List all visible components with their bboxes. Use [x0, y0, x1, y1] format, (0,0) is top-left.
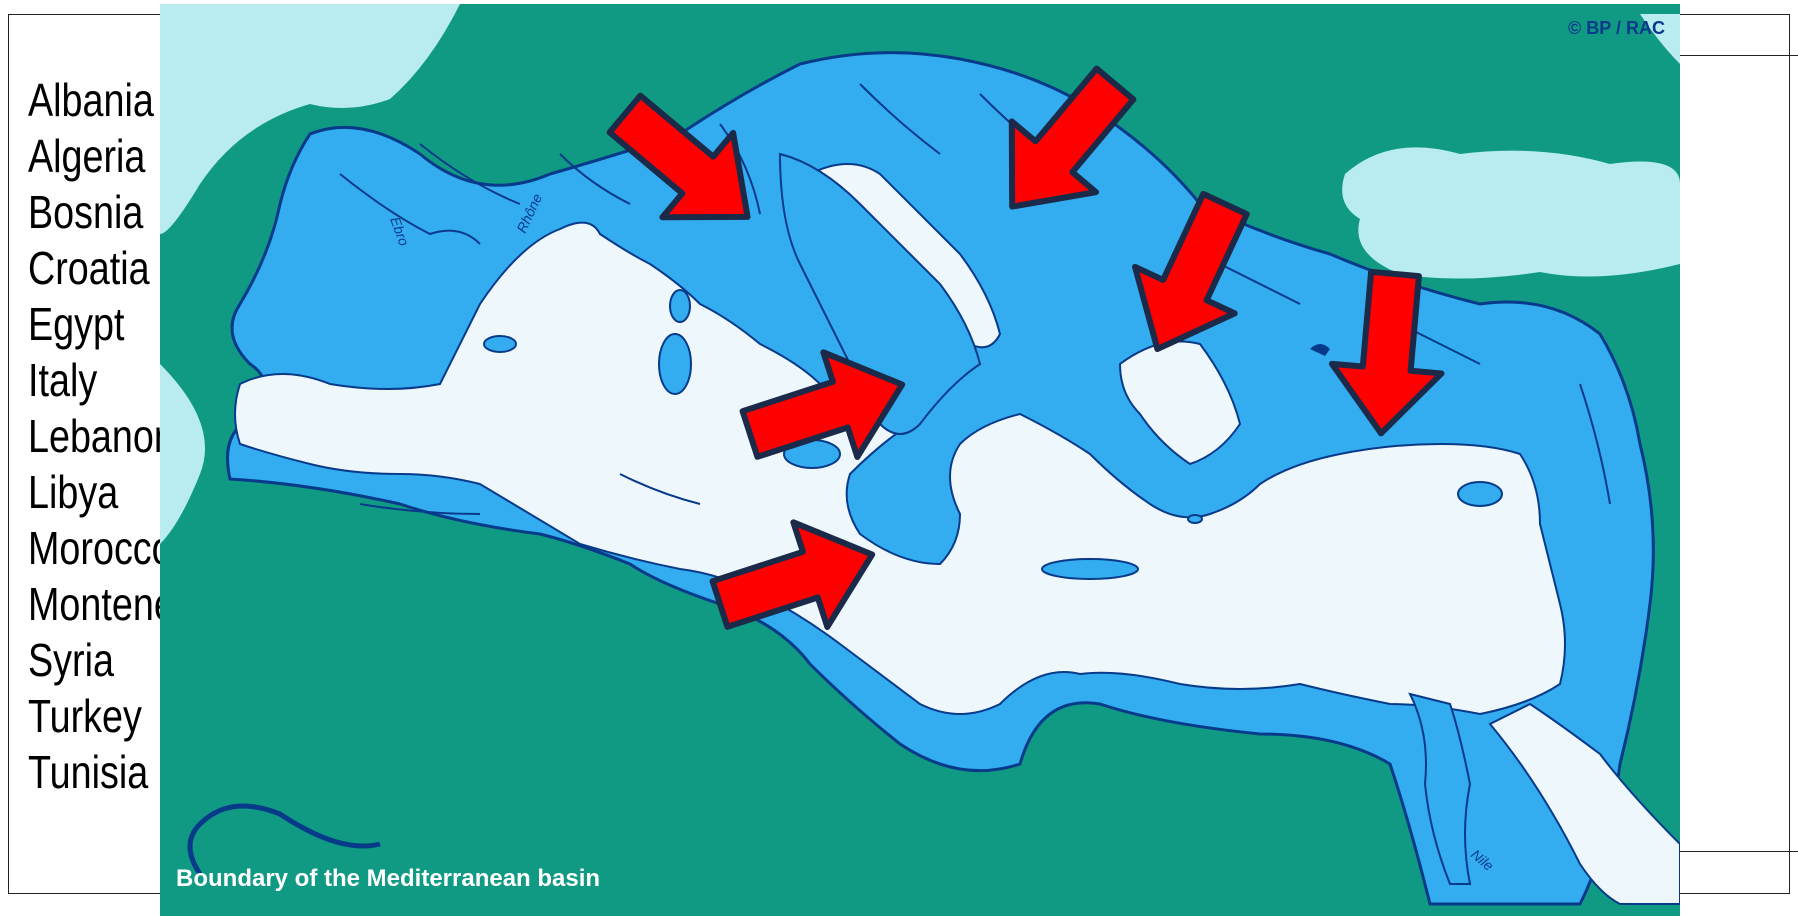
caspian-hint	[1640, 14, 1680, 64]
island-balearic	[483, 335, 517, 353]
island-sardinia	[658, 333, 692, 395]
italy-peninsula	[778, 152, 982, 435]
country-bosnia: Bosnia	[28, 186, 144, 238]
divider-line-bottom	[1660, 851, 1798, 852]
country-egypt: Egypt	[28, 298, 125, 350]
country-algeria: Algeria	[28, 130, 146, 182]
copyright-text: © BP / RAC	[1568, 18, 1665, 38]
aegean-sea	[1118, 340, 1242, 466]
divider-line-top	[1660, 55, 1798, 56]
island-crete	[1041, 558, 1139, 580]
black-sea	[1342, 147, 1680, 279]
country-albania: Albania	[28, 74, 154, 126]
country-lebanon: Lebanon	[28, 410, 175, 462]
country-syria: Syria	[28, 634, 114, 686]
atlantic-ocean-south	[160, 364, 205, 544]
map-caption: Boundary of the Mediterranean basin	[176, 865, 600, 892]
nile-river	[1408, 692, 1472, 885]
red-sea	[1488, 702, 1680, 905]
atlantic-ocean	[160, 4, 460, 234]
country-italy: Italy	[28, 354, 98, 406]
basin-boundary-legend-line	[187, 803, 381, 876]
country-turkey: Turkey	[28, 690, 142, 742]
island-corsica	[669, 289, 691, 323]
country-morocco: Morocco	[28, 522, 173, 574]
lake-icon	[1310, 344, 1330, 356]
country-tunisia: Tunisia	[28, 746, 149, 798]
island-rhodes	[1187, 514, 1203, 524]
country-list: Albania Algeria Bosnia Croatia Egypt Ita…	[28, 72, 229, 800]
island-cyprus	[1457, 481, 1503, 507]
country-croatia: Croatia	[28, 242, 150, 294]
mediterranean-basin-map: Ebro Rhône Nile © BP / RAC Boundary of t…	[160, 4, 1680, 916]
country-libya: Libya	[28, 466, 119, 518]
